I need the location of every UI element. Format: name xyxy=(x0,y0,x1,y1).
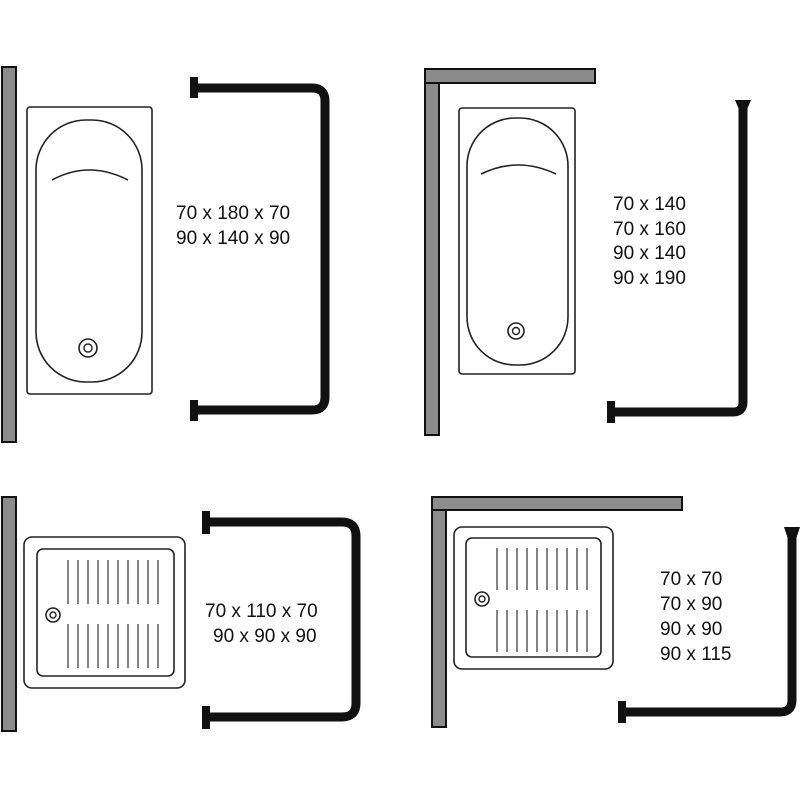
panel-bathtub-u-rail: 70 x 180 x 70 90 x 140 x 90 xyxy=(1,66,330,443)
size-option: 70 x 110 x 70 xyxy=(205,601,318,622)
wall-top xyxy=(431,496,683,511)
l-shaped-rail xyxy=(618,527,800,723)
tray-grooves xyxy=(67,560,159,668)
shower-tray xyxy=(453,526,614,670)
drain-icon xyxy=(507,322,525,340)
drain-icon xyxy=(78,338,98,358)
u-shaped-rail xyxy=(202,511,361,729)
size-option: 90 x 90 xyxy=(660,619,722,640)
panel-bathtub-l-rail: 70 x 140 70 x 160 90 x 140 90 x 190 xyxy=(424,68,751,436)
shower-tray xyxy=(23,536,186,689)
size-option: 90 x 190 xyxy=(613,268,686,289)
size-option: 70 x 70 xyxy=(660,569,722,590)
size-option: 90 x 140 x 90 xyxy=(176,228,290,249)
size-option: 70 x 90 xyxy=(660,594,722,615)
wall-left xyxy=(424,68,440,436)
bathtub xyxy=(458,107,576,375)
size-option: 70 x 140 xyxy=(613,194,686,215)
panel-shower-l-rail: 70 x 70 70 x 90 90 x 90 90 x 115 xyxy=(431,496,800,728)
u-shaped-rail xyxy=(190,77,330,421)
bathtub xyxy=(26,106,153,395)
size-option: 90 x 115 xyxy=(660,644,731,665)
size-option: 70 x 160 xyxy=(613,219,686,240)
drain-icon xyxy=(45,607,61,623)
panel-shower-u-rail: 70 x 110 x 70 90 x 90 x 90 xyxy=(1,496,361,732)
wall-left xyxy=(431,496,447,728)
size-option: 90 x 140 xyxy=(613,243,686,264)
wall-left xyxy=(1,496,17,732)
wall-left xyxy=(1,66,17,443)
wall-top xyxy=(424,68,596,84)
size-option: 70 x 180 x 70 xyxy=(176,203,290,224)
size-option: 90 x 90 x 90 xyxy=(213,626,317,647)
drain-icon xyxy=(474,591,490,607)
l-shaped-rail xyxy=(607,100,751,423)
tray-grooves xyxy=(496,548,588,652)
